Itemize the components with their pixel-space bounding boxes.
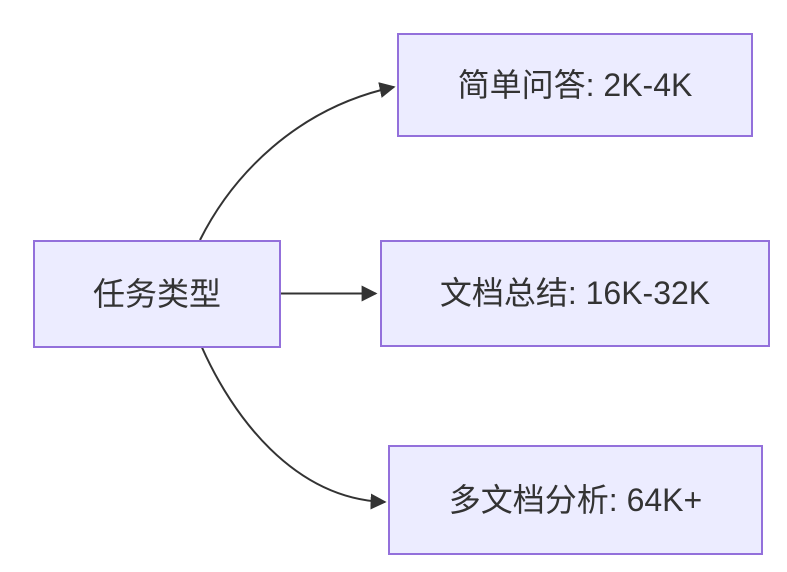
- node-simple-qa-label: 简单问答: 2K-4K: [457, 66, 693, 103]
- node-task-type-label: 任务类型: [92, 275, 221, 312]
- node-multi-doc: 多文档分析: 64K+: [388, 445, 763, 555]
- edge-root-to-multi-doc: [201, 347, 387, 510]
- node-doc-summary: 文档总结: 16K-32K: [380, 240, 770, 347]
- node-multi-doc-label: 多文档分析: 64K+: [448, 481, 703, 518]
- node-simple-qa: 简单问答: 2K-4K: [397, 33, 753, 137]
- node-task-type: 任务类型: [33, 240, 281, 348]
- node-doc-summary-label: 文档总结: 16K-32K: [439, 275, 711, 312]
- edge-root-to-simple-qa: [199, 82, 396, 241]
